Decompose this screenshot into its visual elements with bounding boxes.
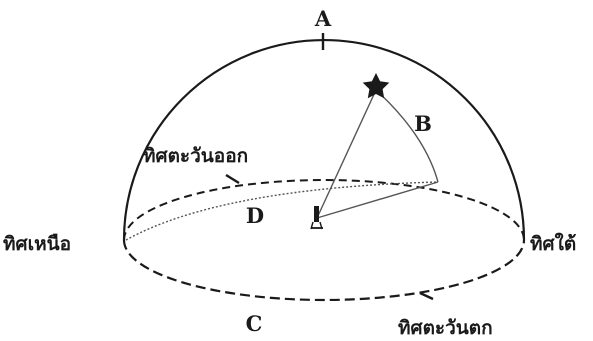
altitude-arc — [375, 89, 439, 183]
observer-to-horizon-line — [316, 181, 439, 219]
direction-east-label: ทิศตะวันออก — [143, 145, 248, 167]
label-c: C — [246, 311, 263, 336]
west-marker-tick — [419, 291, 434, 301]
observer-to-star-line — [316, 89, 377, 219]
direction-north-label: ทิศเหนือ — [3, 233, 71, 255]
east-marker-tick — [225, 173, 240, 185]
azimuth-arc — [125, 181, 439, 241]
star-icon — [362, 73, 390, 99]
label-d: D — [246, 203, 264, 228]
label-b: B — [414, 111, 432, 136]
horizon-back-half — [123, 179, 525, 241]
direction-south-label: ทิศใต้ — [530, 232, 576, 255]
horizon-front-half — [122, 239, 526, 302]
observer-figure-icon — [310, 206, 323, 230]
label-a: A — [314, 6, 332, 31]
celestial-dome-arc — [122, 38, 526, 241]
direction-west-label: ทิศตะวันตก — [398, 317, 493, 339]
